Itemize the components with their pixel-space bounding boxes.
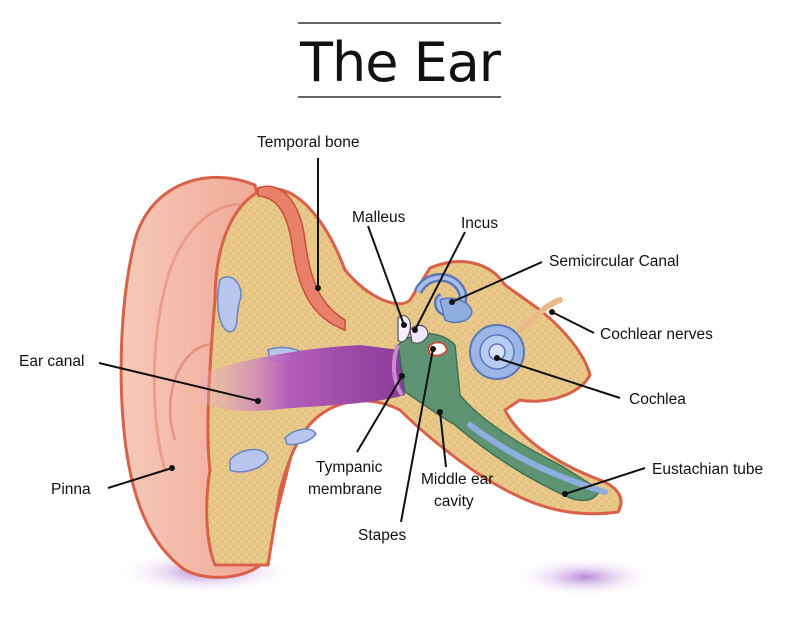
tube-shadow [515, 557, 655, 597]
label-tympanic-membrane-line2: membrane [308, 481, 382, 498]
leader-semicircular-canal [451, 261, 543, 303]
label-eustachian-tube: Eustachian tube [652, 461, 763, 478]
leader-cochlear-nerves [551, 311, 595, 334]
label-stapes: Stapes [358, 527, 407, 544]
dot-pinna [169, 465, 175, 471]
leader-lines [98, 158, 646, 523]
leader-malleus [367, 225, 405, 326]
label-pinna: Pinna [51, 481, 91, 498]
label-malleus: Malleus [352, 209, 406, 226]
leader-ear-canal [98, 362, 259, 402]
label-cochlear-nerves: Cochlear nerves [600, 326, 713, 343]
page-title: The Ear [299, 31, 502, 94]
label-semicircular-canal: Semicircular Canal [549, 253, 679, 270]
label-tympanic-membrane-line1: Tympanic [316, 459, 383, 476]
leader-middle-ear-cavity [439, 411, 447, 468]
leader-cochlea [496, 357, 621, 399]
cartilage-blob-4 [284, 428, 317, 446]
label-ear-canal: Ear canal [19, 353, 84, 370]
inner-ear-group [413, 273, 563, 380]
dot-incus [412, 327, 418, 333]
cochlear-nerve-shape [517, 297, 563, 333]
tympanic-membrane-shape [391, 344, 404, 397]
leader-dots [169, 285, 568, 497]
ear-canal-shape [195, 345, 405, 411]
dot-ear-canal [255, 398, 261, 404]
label-incus: Incus [461, 215, 498, 232]
label-middle-ear-cavity-line2: cavity [434, 493, 474, 510]
label-cochlea: Cochlea [629, 391, 686, 408]
cartilage-blob-3 [229, 448, 269, 473]
skin-band [257, 185, 346, 332]
leader-pinna [107, 467, 173, 489]
dot-semicircular-canal [449, 299, 455, 305]
dot-eustachian-tube [562, 491, 568, 497]
dot-cochlea [494, 355, 500, 361]
vestibule-shape [439, 297, 473, 324]
dot-stapes [430, 346, 436, 352]
cartilage-blob-1 [217, 276, 242, 333]
pinna-fold [152, 202, 246, 471]
leader-eustachian-tube [564, 467, 646, 495]
middle-ear-cavity-shape [397, 333, 601, 502]
dot-temporal-bone [315, 285, 321, 291]
leader-stapes [400, 348, 434, 523]
leader-tympanic-membrane [356, 375, 403, 453]
dot-tympanic-membrane [399, 373, 405, 379]
label-temporal-bone: Temporal bone [257, 134, 360, 151]
dot-malleus [401, 322, 407, 328]
label-middle-ear-cavity-line1: Middle ear [421, 471, 493, 488]
dot-middle-ear-cavity [437, 409, 443, 415]
dot-cochlear-nerves [549, 309, 555, 315]
leader-incus [414, 231, 466, 331]
labels: Temporal bone Malleus Incus Semicircular… [19, 134, 763, 544]
